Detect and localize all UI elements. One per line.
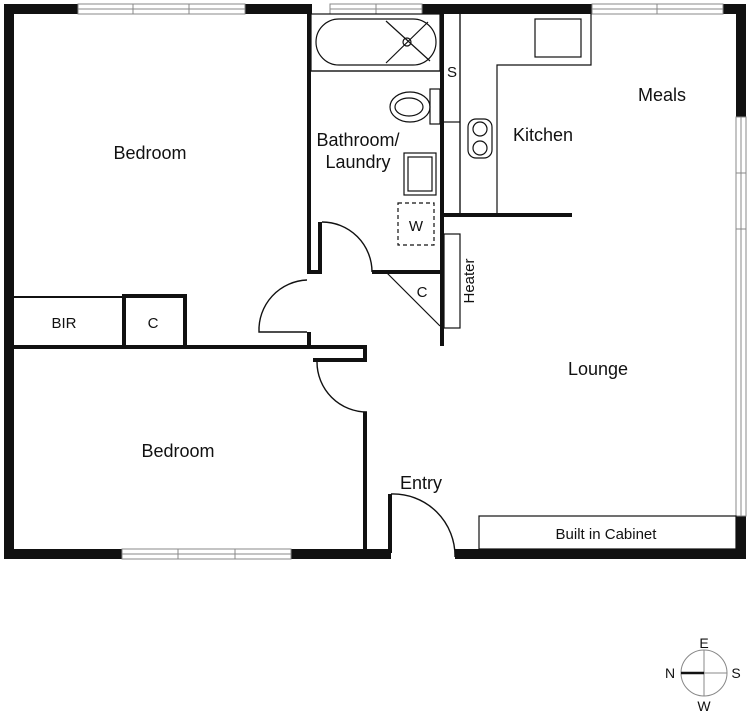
- fixtures: [310, 13, 737, 550]
- heater: [443, 233, 461, 329]
- laundry-tub: [403, 152, 437, 196]
- interior-walls: [14, 14, 572, 553]
- compass-icon: E N S W: [665, 635, 741, 713]
- label-kitchen: Kitchen: [513, 125, 573, 145]
- compass-left-label: N: [665, 665, 675, 681]
- bedroom1-door: [258, 279, 308, 333]
- label-closet-hall: C: [417, 284, 428, 301]
- compass-top-label: E: [699, 635, 708, 651]
- label-built-in-cabinet: Built in Cabinet: [556, 526, 658, 543]
- label-meals: Meals: [638, 85, 686, 105]
- label-bedroom1: Bedroom: [113, 143, 186, 163]
- compass-right-label: S: [731, 665, 740, 681]
- bathtub: [310, 13, 441, 72]
- cooktop: [467, 118, 493, 159]
- exterior-walls: [4, 4, 746, 559]
- toilet-bowl: [389, 91, 431, 123]
- label-laundry: Laundry: [325, 152, 390, 172]
- label-storage: S: [447, 64, 457, 81]
- windows: [77, 3, 747, 560]
- fridge: [534, 18, 582, 58]
- entry-door: [390, 493, 456, 558]
- toilet-tank: [429, 88, 441, 125]
- room-labels: Bedroom BIR C Bathroom/ Laundry W C S Ki…: [51, 64, 686, 543]
- compass-bottom-label: W: [697, 698, 711, 713]
- label-heater: Heater: [461, 258, 478, 303]
- bedroom2-door: [316, 361, 368, 413]
- doors[interactable]: [258, 221, 456, 558]
- bathroom-door: [321, 221, 373, 273]
- label-washer: W: [409, 218, 424, 235]
- built-in-cabinet: [478, 515, 737, 550]
- label-bathroom: Bathroom/: [316, 130, 399, 150]
- washer: [397, 202, 435, 246]
- label-entry: Entry: [400, 473, 442, 493]
- label-bedroom2: Bedroom: [141, 441, 214, 461]
- label-closet-bedroom: C: [148, 315, 159, 332]
- label-bir: BIR: [51, 315, 76, 332]
- label-lounge: Lounge: [568, 359, 628, 379]
